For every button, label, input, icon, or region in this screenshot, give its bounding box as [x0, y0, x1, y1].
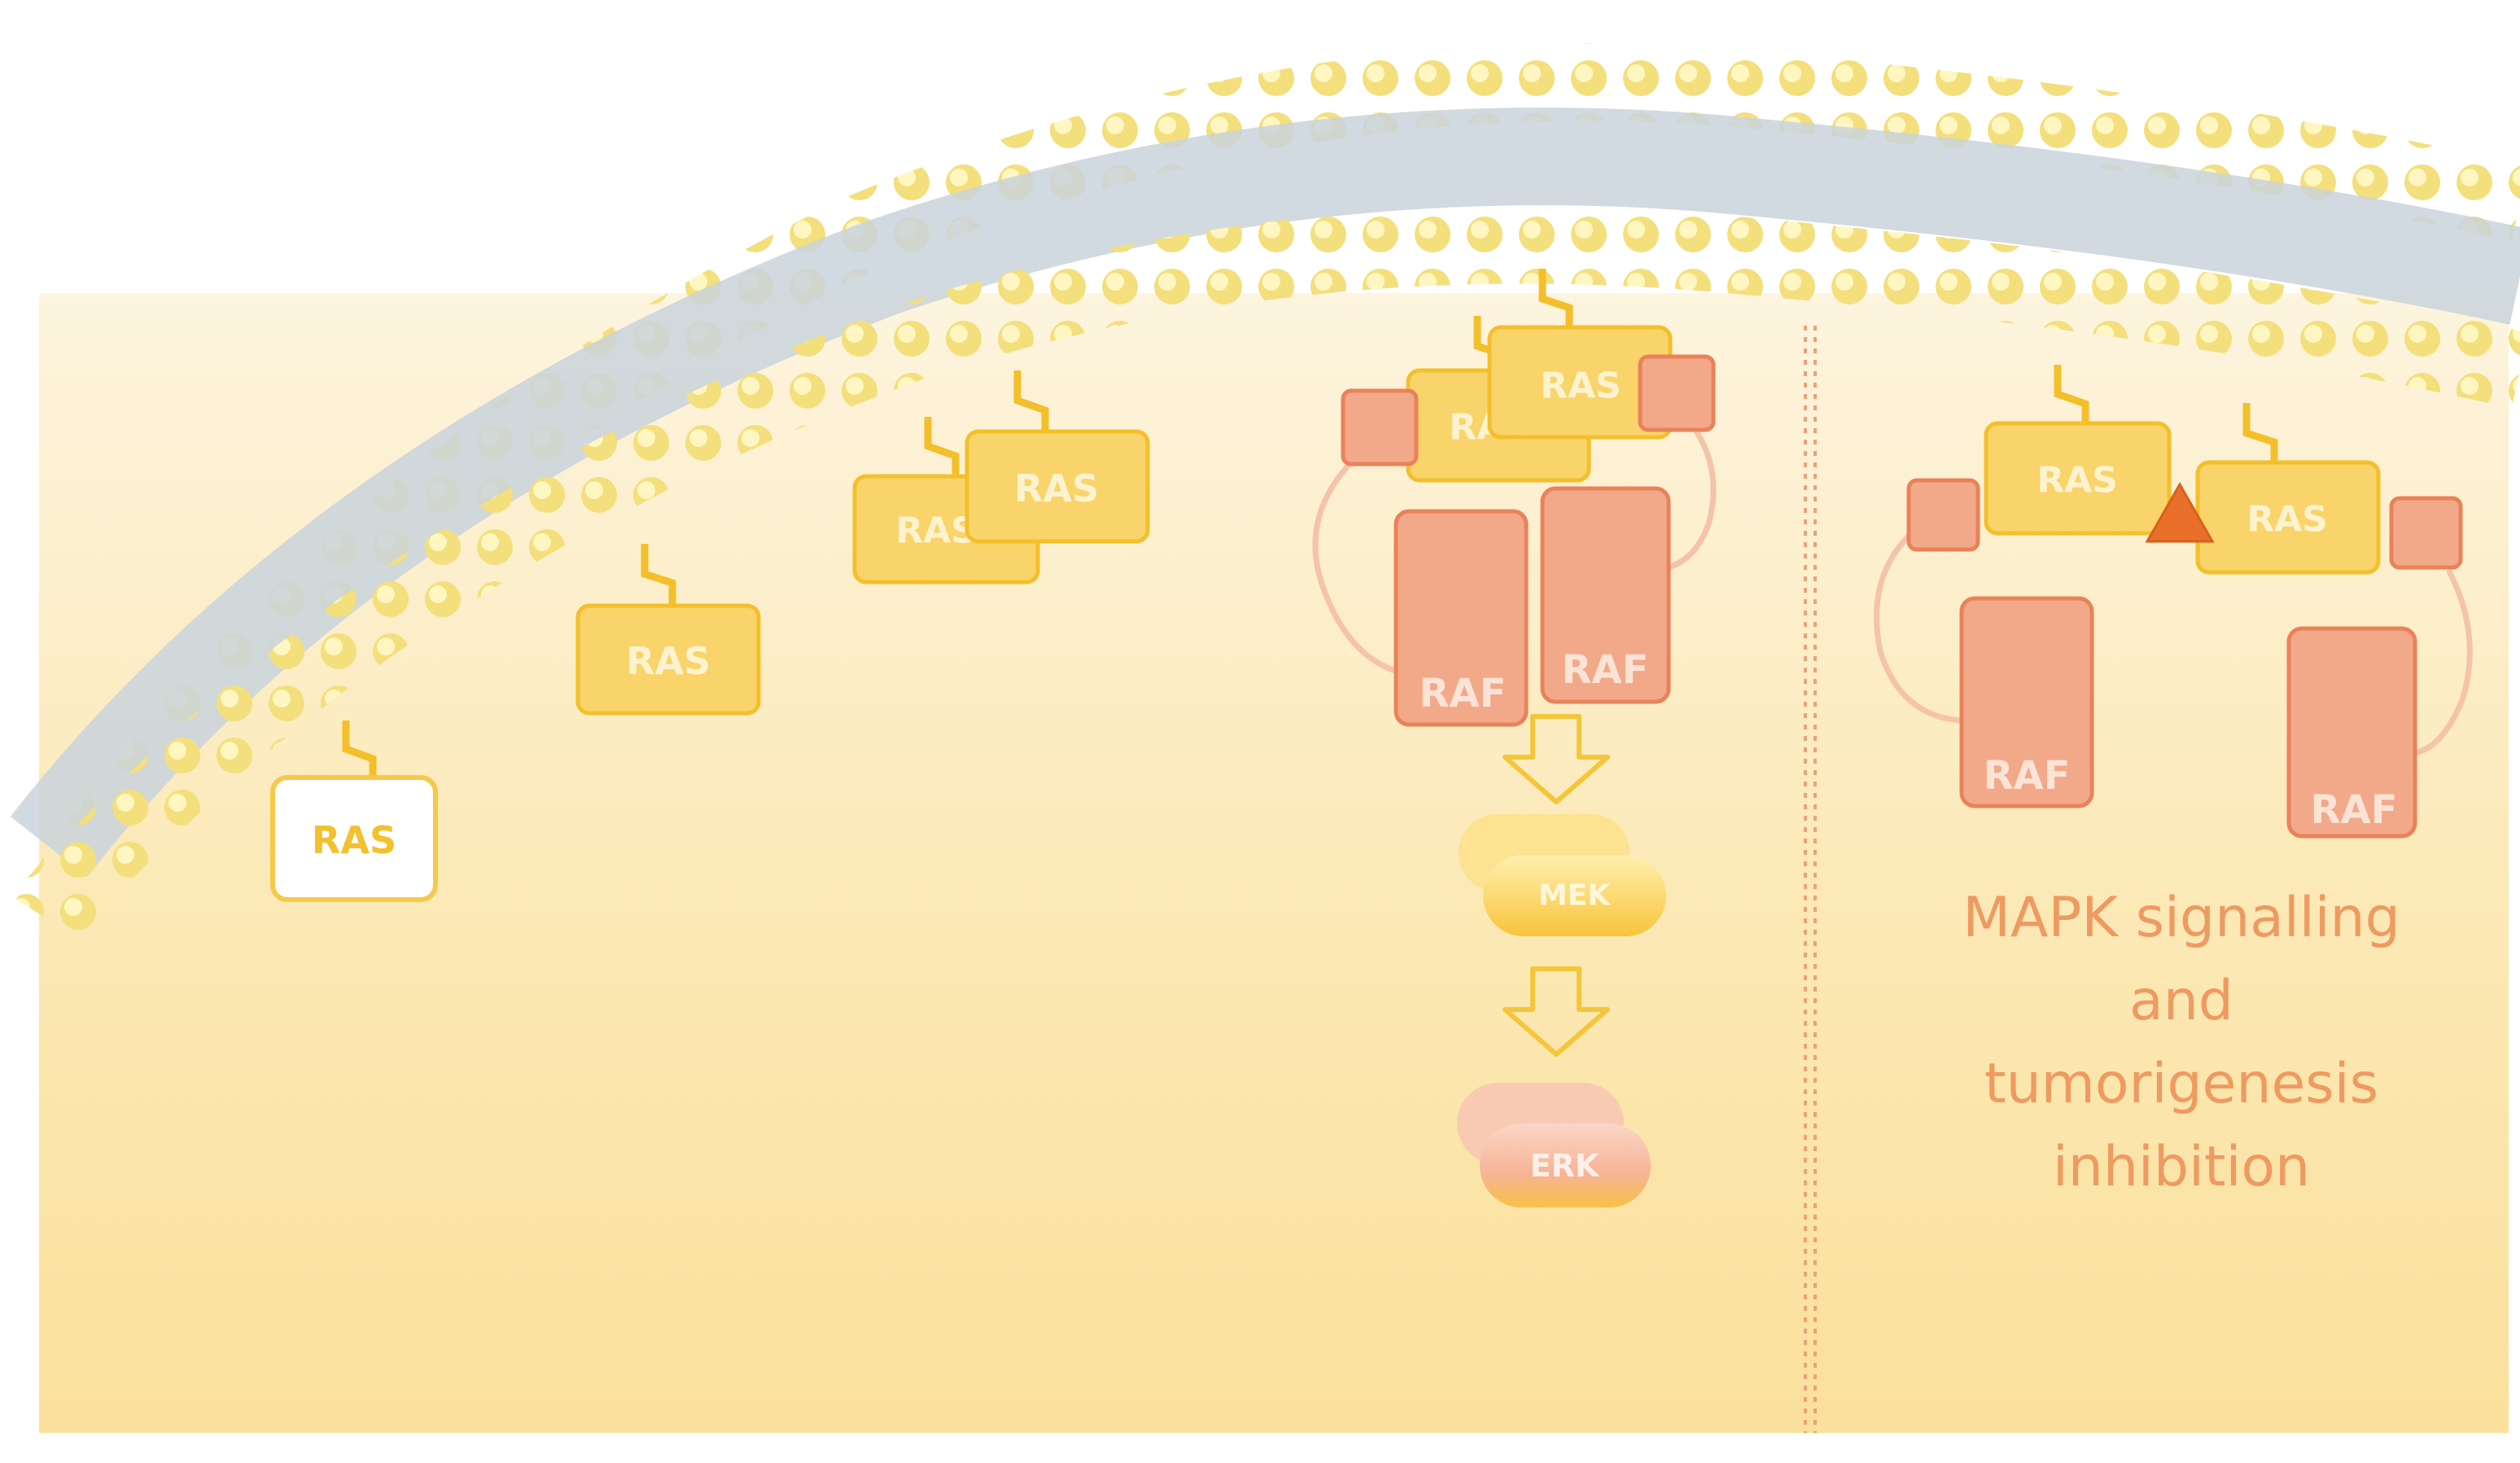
raf-box	[1393, 509, 1529, 727]
lipid-anchor-icon	[1538, 269, 1573, 327]
lipid-anchor-icon	[342, 721, 377, 777]
raf-linker	[1874, 523, 1962, 724]
raf-ras-binding-domain	[2389, 496, 2463, 570]
raf-box	[1959, 596, 2094, 808]
mek-shape	[1483, 855, 1666, 936]
ras-label: RAS	[1014, 466, 1099, 510]
membrane-lipid-tails	[10, 107, 2520, 877]
erk-protein: ERK	[1457, 1083, 1651, 1207]
ras-membrane-bound: RAS	[575, 544, 761, 716]
ras-label: RAS	[2037, 460, 2118, 502]
mapk-cascade: MEK ERK	[1457, 714, 1666, 1207]
raf-linker	[2413, 568, 2473, 756]
ras-label: RAS	[2247, 499, 2328, 541]
mek-protein: MEK	[1459, 814, 1666, 936]
raf-ras-binding-domain	[1341, 388, 1419, 466]
ras-label: RAS	[626, 639, 711, 683]
lipid-anchor-icon	[641, 544, 676, 606]
raf-label: RAF	[2311, 787, 2398, 833]
erk-shape	[1480, 1124, 1651, 1207]
down-arrow-icon	[1503, 714, 1610, 804]
raf-label: RAF	[1984, 753, 2071, 799]
cell-membrane	[10, 43, 2520, 941]
ras-label: RAS	[1540, 366, 1621, 407]
inhibitor-triangle-icon	[2145, 481, 2215, 543]
ras-label: RAS	[895, 510, 977, 552]
ras-box	[965, 429, 1150, 544]
down-arrow-icon	[1503, 966, 1610, 1057]
lipid-anchor-icon	[2054, 365, 2089, 423]
raf-box	[2286, 626, 2417, 839]
ras-box	[575, 603, 761, 716]
raf-box	[1540, 486, 1671, 704]
raf-ras-binding-domain	[1906, 478, 1980, 552]
membrane-inner-leaflet	[20, 206, 2520, 938]
ras-raf-active-complex: RAS RAS RAF RAF	[1312, 269, 1717, 727]
lipid-anchor-icon	[1013, 370, 1049, 431]
ras-box	[270, 775, 438, 902]
raf-linker	[1312, 437, 1417, 679]
raf-ras-binding-domain	[1638, 354, 1716, 432]
lipid-anchor-icon	[2242, 403, 2278, 462]
caption-line: inhibition	[2053, 1135, 2310, 1199]
ras-box	[1984, 421, 2172, 536]
raf-linker	[1660, 405, 1717, 573]
raf-label: RAF	[1420, 671, 1507, 716]
caption-line: MAPK signalling	[1962, 886, 2400, 950]
mek-label: MEK	[1538, 879, 1611, 913]
raf-label: RAF	[1562, 647, 1649, 693]
inhibition-caption: MAPK signalling and tumorigenesis inhibi…	[1962, 886, 2400, 1199]
caption-line: tumorigenesis	[1984, 1052, 2378, 1116]
ras-raf-inhibited-complex: RAS RAS RAF RAF	[1874, 365, 2473, 839]
ras-inactive: RAS	[270, 721, 438, 902]
lipid-anchor-icon	[924, 417, 960, 476]
caption-line: and	[2129, 969, 2233, 1033]
erk-label: ERK	[1530, 1148, 1600, 1184]
panel-divider	[1804, 326, 1817, 1433]
ras-label: RAS	[312, 818, 396, 862]
ras-dimer: RAS RAS	[852, 370, 1150, 585]
